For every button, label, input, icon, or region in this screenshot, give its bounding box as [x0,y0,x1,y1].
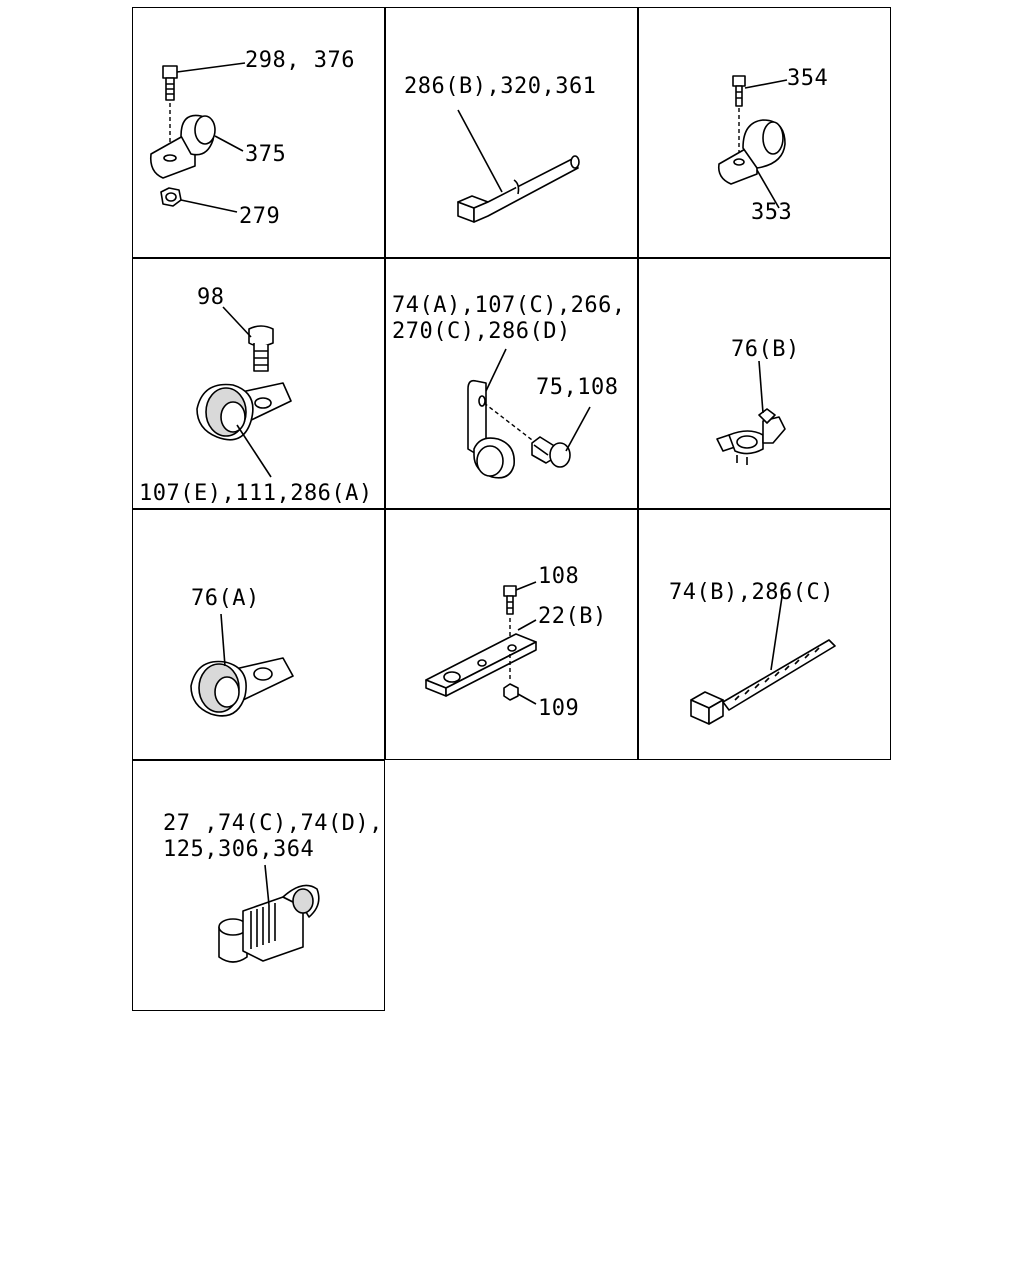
label-298-376: 298, 376 [245,48,355,73]
label-279: 279 [239,204,281,229]
label-74b-286c: 74(B),286(C) [669,580,834,605]
cable-tie-drawing [690,589,836,725]
label-27-74c-74d: 27 ,74(C),74(D), [163,811,383,836]
cell-pclamp: 76(A) [132,509,385,760]
pin-tie-drawing [457,109,580,223]
label-109: 109 [538,696,580,721]
label-76a: 76(A) [191,586,260,611]
pclamp-drawing [190,613,294,717]
label-76b: 76(B) [731,337,800,362]
cell-harness-clip: 76(B) [638,258,891,509]
label-107e-111-286a: 107(E),111,286(A) [139,481,373,506]
clamp-bolt-nut-drawing [149,62,246,213]
plate-bracket-drawing [425,581,537,705]
cell-small-clamp: 354 353 [638,7,891,258]
cell-bolt-pclamp: 98 107(E),111,286(A) [132,258,385,509]
small-clamp-drawing [717,75,788,209]
label-353: 353 [751,200,793,225]
label-270c-286d: 270(C),286(D) [392,319,571,344]
bolt-pclamp-drawing [196,306,292,478]
harness-clip-drawing [716,360,786,465]
label-375: 375 [245,142,287,167]
label-108: 108 [538,564,580,589]
cell-cable-tie: 74(B),286(C) [638,509,891,760]
label-125-306-364: 125,306,364 [163,837,315,862]
cell-clamp-bolt-nut: 298, 376 375 279 [132,7,385,258]
connector-clamp-drawing [218,864,320,963]
cell-bracket-clamp: 74(A),107(C),266, 270(C),286(D) 75,108 [385,258,638,509]
label-75-108: 75,108 [536,375,619,400]
label-74a-107c-266: 74(A),107(C),266, [392,293,626,318]
cell-plate-bracket: 108 22(B) 109 [385,509,638,760]
cell-connector-clamp: 27 ,74(C),74(D), 125,306,364 [132,760,385,1011]
label-98: 98 [197,285,225,310]
label-22b: 22(B) [538,604,607,629]
label-354: 354 [787,66,829,91]
label-286b-320-361: 286(B),320,361 [404,74,597,99]
bracket-clamp-drawing [467,348,591,479]
cell-pin-tie: 286(B),320,361 [385,7,638,258]
